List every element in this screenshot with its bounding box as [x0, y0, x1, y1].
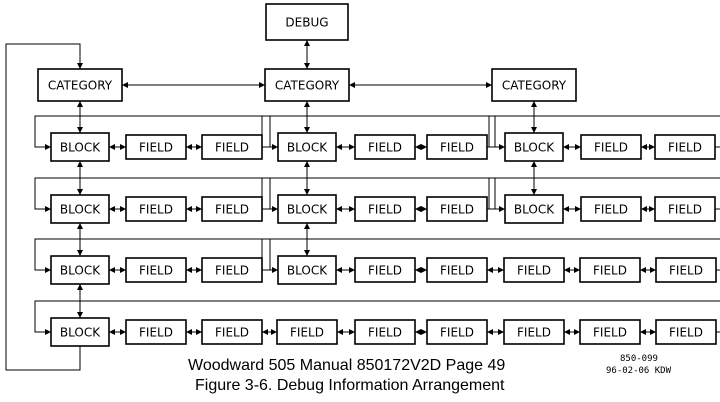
block-node-2-1: BLOCK	[277, 132, 337, 162]
field-node-2-3-3: FIELD	[503, 257, 565, 283]
field-node-3-1-1: FIELD	[580, 134, 642, 160]
field-node-1-4-5-label: FIELD	[440, 326, 474, 340]
field-node-1-2-2-label: FIELD	[215, 203, 249, 217]
block-node-1-2-label: BLOCK	[60, 203, 101, 217]
caption-figure-title: Figure 3-6. Debug Information Arrangemen…	[195, 377, 505, 394]
block-node-1-3: BLOCK	[50, 255, 110, 285]
field-node-1-3-2-label: FIELD	[215, 264, 249, 278]
field-node-2-3-5: FIELD	[655, 257, 717, 283]
field-node-2-3-4: FIELD	[579, 257, 641, 283]
field-node-1-4-4: FIELD	[354, 319, 416, 345]
field-node-1-4-3: FIELD	[276, 319, 338, 345]
block-node-1-1-label: BLOCK	[60, 141, 101, 155]
field-node-2-2-2: FIELD	[426, 196, 488, 222]
field-node-2-3-3-label: FIELD	[517, 264, 551, 278]
category-loopback-line	[5, 43, 83, 371]
field-node-2-2-1-label: FIELD	[368, 203, 402, 217]
field-node-1-4-5: FIELD	[426, 319, 488, 345]
block-node-1-4: BLOCK	[50, 317, 110, 347]
field-node-1-4-6: FIELD	[503, 319, 565, 345]
field-node-1-1-2-label: FIELD	[215, 141, 249, 155]
field-node-2-1-2: FIELD	[426, 134, 488, 160]
field-node-2-2-1: FIELD	[354, 196, 416, 222]
field-node-3-1-1-label: FIELD	[594, 141, 628, 155]
field-node-1-4-3-label: FIELD	[290, 326, 324, 340]
field-wrap-line-2-3	[261, 238, 720, 273]
field-node-1-1-1-label: FIELD	[139, 141, 173, 155]
block-node-1-1: BLOCK	[50, 132, 110, 162]
field-node-2-3-1: FIELD	[354, 257, 416, 283]
field-node-3-1-2-label: FIELD	[668, 141, 702, 155]
field-node-2-3-4-label: FIELD	[593, 264, 627, 278]
block-node-2-1-label: BLOCK	[287, 141, 328, 155]
field-wrap-line-3-1	[488, 115, 720, 150]
block-node-2-3: BLOCK	[277, 255, 337, 285]
field-node-2-3-1-label: FIELD	[368, 264, 402, 278]
block-node-2-2: BLOCK	[277, 194, 337, 224]
block-node-2-2-label: BLOCK	[287, 203, 328, 217]
field-node-3-2-1-label: FIELD	[594, 203, 628, 217]
field-node-2-1-1-label: FIELD	[368, 141, 402, 155]
debug-node-label: DEBUG	[285, 16, 328, 30]
block-node-2-3-label: BLOCK	[287, 264, 328, 278]
block-node-1-3-label: BLOCK	[60, 264, 101, 278]
field-node-2-1-1: FIELD	[354, 134, 416, 160]
field-node-3-1-2: FIELD	[654, 134, 716, 160]
field-node-1-4-1-label: FIELD	[139, 326, 173, 340]
debug-node: DEBUG	[265, 3, 349, 41]
field-node-1-2-1: FIELD	[125, 196, 187, 222]
block-node-3-1: BLOCK	[504, 132, 564, 162]
drawing-number: 850-099	[620, 354, 658, 364]
field-node-2-1-2-label: FIELD	[440, 141, 474, 155]
category-node-3-label: CATEGORY	[502, 79, 567, 93]
field-node-1-4-4-label: FIELD	[368, 326, 402, 340]
field-node-1-1-2: FIELD	[201, 134, 263, 160]
category-node-3: CATEGORY	[491, 68, 577, 102]
category-node-2: CATEGORY	[264, 68, 350, 102]
field-node-1-4-8: FIELD	[655, 319, 717, 345]
field-node-1-4-1: FIELD	[125, 319, 187, 345]
drawing-date-initials: 96-02-06 KDW	[606, 366, 672, 376]
field-node-1-2-1-label: FIELD	[139, 203, 173, 217]
field-node-2-3-5-label: FIELD	[669, 264, 703, 278]
field-node-1-3-1: FIELD	[125, 257, 187, 283]
field-node-1-3-2: FIELD	[201, 257, 263, 283]
block-node-3-2-label: BLOCK	[514, 203, 555, 217]
category-node-2-label: CATEGORY	[275, 79, 340, 93]
field-node-3-2-2-label: FIELD	[668, 203, 702, 217]
field-node-1-4-2-label: FIELD	[215, 326, 249, 340]
field-wrap-line-3-2	[488, 177, 720, 212]
field-node-1-3-1-label: FIELD	[139, 264, 173, 278]
field-node-1-4-7-label: FIELD	[593, 326, 627, 340]
field-node-2-3-2-label: FIELD	[440, 264, 474, 278]
caption-manual-reference: Woodward 505 Manual 850172V2D Page 49	[188, 357, 506, 374]
field-node-3-2-2: FIELD	[654, 196, 716, 222]
field-node-1-1-1: FIELD	[125, 134, 187, 160]
field-wrap-line-1-4	[34, 300, 720, 335]
block-node-3-2: BLOCK	[504, 194, 564, 224]
block-node-1-2: BLOCK	[50, 194, 110, 224]
field-node-1-4-7: FIELD	[579, 319, 641, 345]
block-node-3-1-label: BLOCK	[514, 141, 555, 155]
field-node-2-3-2: FIELD	[426, 257, 488, 283]
field-node-1-2-2: FIELD	[201, 196, 263, 222]
field-node-1-4-6-label: FIELD	[517, 326, 551, 340]
field-node-2-2-2-label: FIELD	[440, 203, 474, 217]
category-node-1-label: CATEGORY	[48, 79, 113, 93]
block-node-1-4-label: BLOCK	[60, 326, 101, 340]
category-node-1: CATEGORY	[37, 68, 123, 102]
field-node-1-4-2: FIELD	[201, 319, 263, 345]
field-node-1-4-8-label: FIELD	[669, 326, 703, 340]
field-node-3-2-1: FIELD	[580, 196, 642, 222]
